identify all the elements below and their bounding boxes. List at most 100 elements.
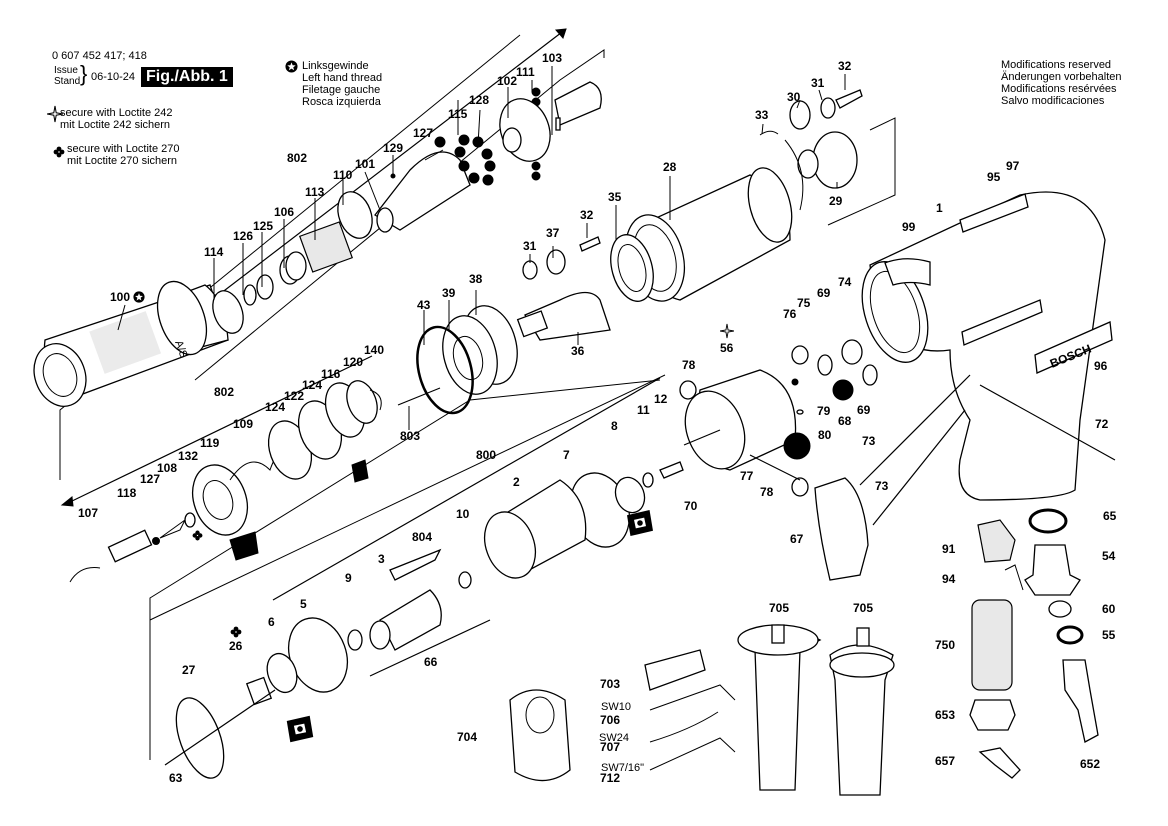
bearing-tag-8 (627, 510, 653, 536)
label-69-a: 69 (817, 286, 831, 300)
label-30: 30 (787, 90, 801, 104)
label-703: 703 (600, 677, 620, 691)
upper-panel-frame (59, 34, 521, 480)
label-653: 653 (935, 708, 955, 722)
label-120: 120 (343, 355, 363, 369)
loctite-270-line-2: mit Loctite 270 sichern (67, 155, 178, 167)
label-124-a: 124 (302, 378, 322, 392)
label-sw10: SW10 (601, 701, 631, 713)
issue-label-de: Stand (54, 76, 81, 87)
label-sw24: SW24 (599, 732, 629, 744)
label-38: 38 (469, 272, 483, 286)
label-705-b: 705 (853, 601, 873, 615)
label-800: 800 (476, 448, 496, 462)
issue-date: 06-10-24 (91, 71, 136, 83)
label-140: 140 (364, 343, 384, 357)
part-67-trigger (814, 477, 869, 581)
label-119: 119 (200, 436, 220, 450)
lht-line-fr: Filetage gauche (302, 84, 381, 96)
part-102-flange (499, 81, 602, 162)
label-56: 56 (720, 341, 734, 355)
label-2: 2 (513, 475, 520, 489)
label-55: 55 (1102, 628, 1116, 642)
label-652: 652 (1080, 757, 1100, 771)
label-704: 704 (457, 730, 477, 744)
label-10: 10 (456, 507, 470, 521)
issue-label: Issue Stand (54, 65, 80, 87)
loctite-270-marker-26 (230, 626, 242, 638)
label-129: 129 (383, 141, 403, 155)
label-750: 750 (935, 638, 955, 652)
label-sw7-16: SW7/16" (601, 762, 644, 774)
lht-line-es: Rosca izquierda (302, 96, 381, 108)
label-96: 96 (1094, 359, 1108, 373)
gear-set-upper-right (759, 89, 896, 226)
label-657: 657 (935, 754, 955, 768)
middle-panel-frame (149, 379, 661, 640)
label-712: 712 (600, 771, 620, 785)
lht-line-en: Left hand thread (302, 72, 383, 84)
label-5: 5 (300, 597, 307, 611)
label-43: 43 (417, 298, 431, 312)
label-37: 37 (546, 226, 560, 240)
label-12: 12 (654, 392, 668, 406)
label-802-middle: 802 (214, 385, 234, 399)
label-803: 803 (400, 429, 420, 443)
upper-assembly-bracket (211, 28, 567, 307)
label-39: 39 (442, 286, 456, 300)
label-31-middle: 31 (523, 239, 537, 253)
loctite-242-line-1: secure with Loctite 242 (60, 107, 173, 119)
figure-label: Fig./Abb. 1 (141, 67, 233, 87)
spindle-101 (374, 87, 541, 233)
label-28: 28 (663, 160, 677, 174)
label-95: 95 (987, 170, 1001, 184)
arrow-head-left-icon (60, 496, 74, 507)
label-65: 65 (1103, 509, 1117, 523)
label-102: 102 (497, 74, 517, 88)
label-110: 110 (333, 168, 353, 182)
mod-line-de: Änderungen vorbehalten (1001, 71, 1122, 83)
callout-labels: 100 114 126 125 106 802 113 110 101 129 … (78, 51, 1117, 785)
label-128: 128 (469, 93, 489, 107)
lower-panel-frame (149, 374, 666, 760)
label-77: 77 (740, 469, 754, 483)
mod-line-fr: Modifications resérvées (1001, 83, 1117, 95)
loctite-242-line-2: mit Loctite 242 sichern (60, 119, 171, 131)
loctite-242-marker-56 (720, 323, 734, 339)
label-35: 35 (608, 190, 622, 204)
accessory-group (509, 624, 895, 796)
label-114: 114 (204, 245, 224, 259)
label-127-middle: 127 (140, 472, 160, 486)
mod-line-en: Modifications reserved (1001, 59, 1112, 71)
label-60: 60 (1102, 602, 1116, 616)
label-127-upper: 127 (413, 126, 433, 140)
label-32-middle: 32 (580, 208, 594, 222)
lower-assembly-bracket (272, 377, 661, 601)
label-99: 99 (902, 220, 916, 234)
label-132: 132 (178, 449, 198, 463)
part-1-housing (859, 191, 1116, 526)
loctite-270-line-1: secure with Loctite 270 (67, 143, 180, 155)
label-804: 804 (412, 530, 432, 544)
bearing-tag-6 (286, 715, 314, 743)
label-113: 113 (305, 185, 325, 199)
motor-group (164, 461, 684, 779)
loctite-270-note: secure with Loctite 270 mit Loctite 270 … (67, 143, 180, 167)
part-number: 0 607 452 417; 418 (52, 50, 147, 62)
label-107: 107 (78, 506, 98, 520)
label-109: 109 (233, 417, 253, 431)
label-69-b: 69 (857, 403, 871, 417)
mod-line-es: Salvo modificaciones (1001, 95, 1105, 107)
air-inlet-group (969, 508, 1099, 779)
label-706: 706 (600, 713, 620, 727)
label-8: 8 (611, 419, 618, 433)
label-76: 76 (783, 307, 797, 321)
label-74: 74 (838, 275, 852, 289)
bearing-group-38-39-43 (397, 305, 518, 415)
chuck-rotation-marking: A/S (172, 339, 189, 360)
chuck-internal-parts (212, 191, 373, 334)
loctite-242-note: secure with Loctite 242 mit Loctite 242 … (60, 107, 173, 131)
label-78-a: 78 (682, 358, 696, 372)
modifications-note: Modifications reserved Änderungen vorbeh… (1001, 59, 1121, 107)
label-33: 33 (755, 108, 769, 122)
